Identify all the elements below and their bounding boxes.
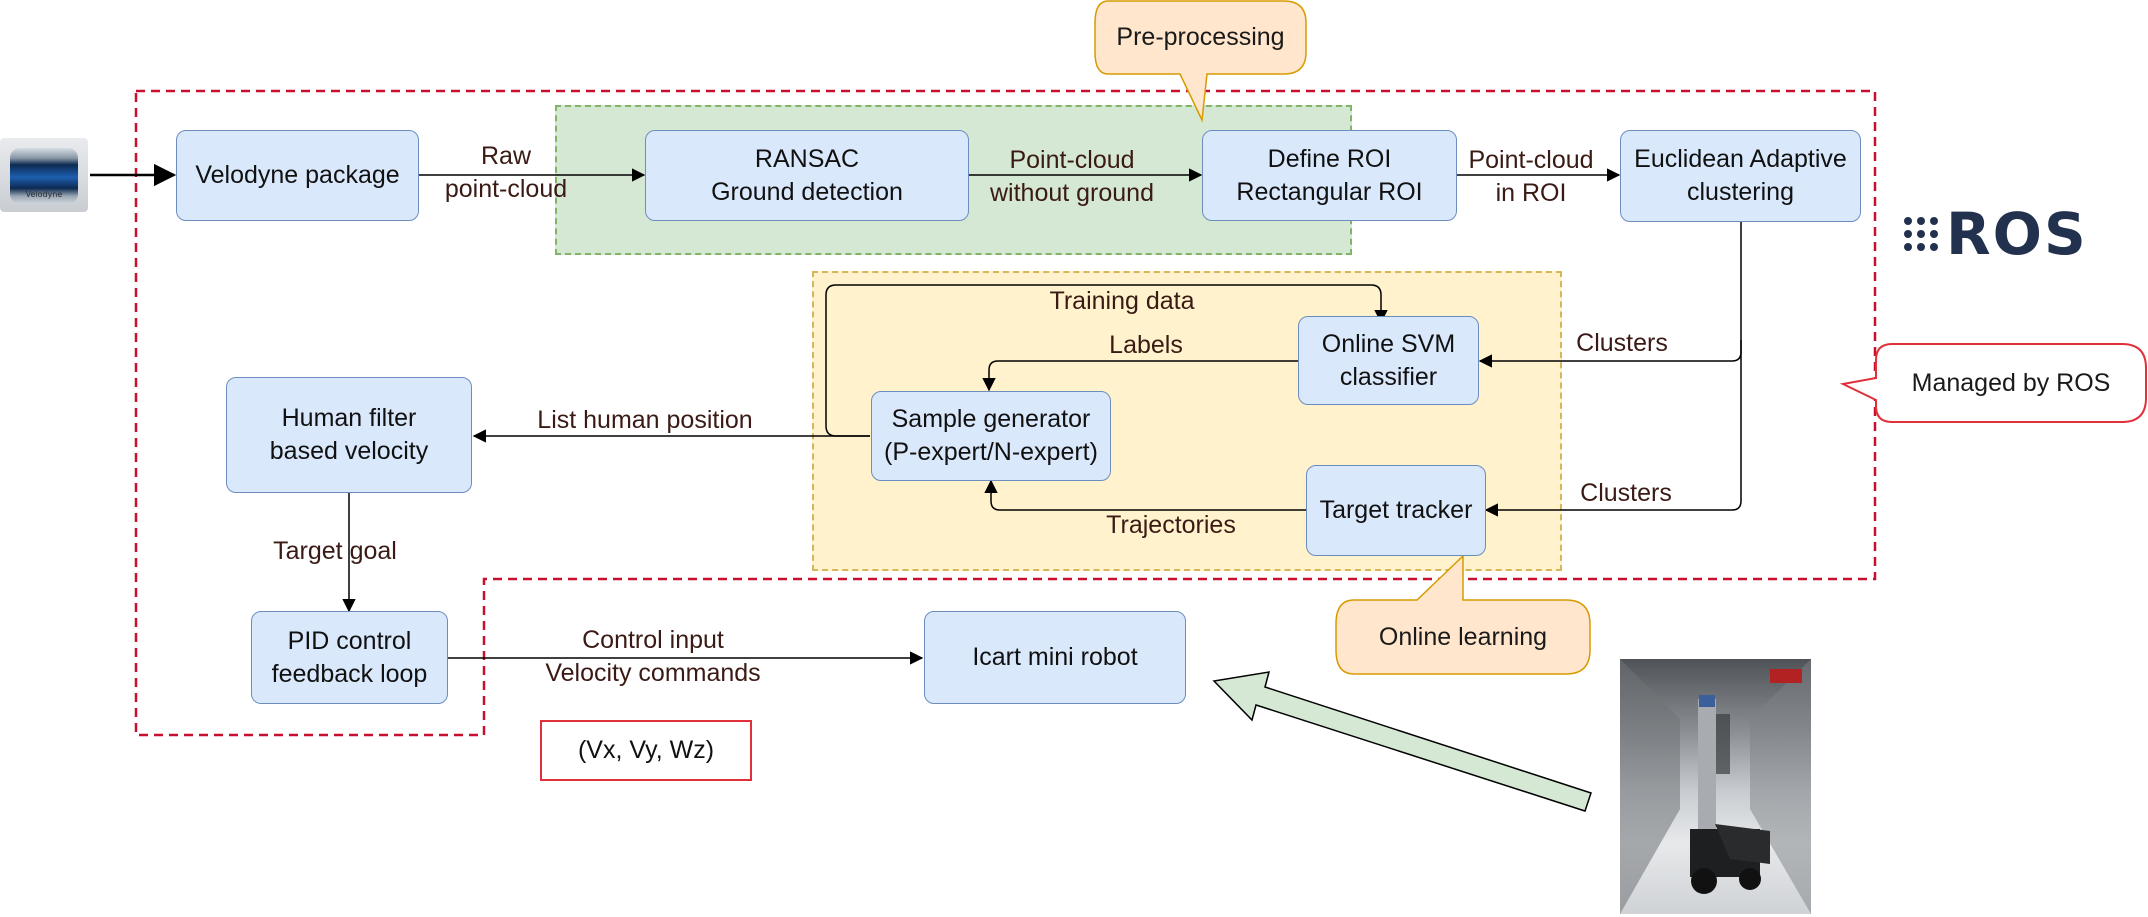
node-ransac: RANSAC Ground detection xyxy=(645,130,969,221)
ros-boundary xyxy=(134,89,1877,737)
node-pid-line-1: PID control xyxy=(287,626,412,655)
edge-training-line-1: Training data xyxy=(1049,287,1195,315)
online-learning-callout-label: Online learning xyxy=(1378,622,1548,651)
node-roi-line-2: Rectangular ROI xyxy=(1236,177,1423,206)
velodyne-sensor-image: Velodyne xyxy=(0,138,88,212)
arrow-svm-sample xyxy=(982,360,1298,392)
node-euclidean-clustering: Euclidean Adaptive clustering xyxy=(1620,130,1861,222)
arrow-tracker-sample xyxy=(984,479,1306,511)
edge-raw-line-1: Raw xyxy=(480,142,531,170)
node-human-line-2: based velocity xyxy=(269,437,429,465)
node-velodyne-package: Velodyne package xyxy=(176,130,419,221)
ros-dots-icon xyxy=(1904,217,1938,251)
edge-target-goal-line-1: Target goal xyxy=(273,537,397,565)
edge-clusters-tracker-line-1: Clusters xyxy=(1580,479,1672,507)
arrow-sample-svm-training xyxy=(825,284,1388,437)
node-sample-line-1: Sample generator xyxy=(891,405,1091,433)
node-human-line-1: Human filter xyxy=(281,404,417,432)
node-target-tracker: Target tracker xyxy=(1306,465,1486,556)
edge-label-clusters-tracker: Clusters xyxy=(1580,477,1672,510)
node-icart-robot: Icart mini robot xyxy=(924,611,1186,704)
edge-noground-line-2: without ground xyxy=(989,179,1155,207)
edge-control-line-1: Control input xyxy=(582,626,724,654)
edge-clusters-svm-line-1: Clusters xyxy=(1576,329,1668,357)
edge-label-in-roi: Point-cloud in ROI xyxy=(1468,144,1593,210)
edge-label-labels: Labels xyxy=(1109,329,1183,362)
edge-label-raw-pointcloud: Raw point-cloud xyxy=(445,140,567,206)
edge-inroi-line-2: in ROI xyxy=(1495,179,1567,207)
edge-label-list-human-position: List human position xyxy=(537,404,752,437)
edge-trajectories-line-1: Trajectories xyxy=(1106,511,1236,539)
edge-label-trajectories: Trajectories xyxy=(1106,509,1236,542)
ros-logo-text: ROS xyxy=(1946,200,2088,268)
managed-by-ros-callout-label: Managed by ROS xyxy=(1911,368,2111,397)
edge-list-human-line-1: List human position xyxy=(537,406,753,434)
node-online-svm: Online SVM classifier xyxy=(1298,316,1479,405)
arrow-euclid-tracker xyxy=(1484,340,1742,517)
node-robot-line-1: Icart mini robot xyxy=(972,643,1138,671)
node-pid-line-2: feedback loop xyxy=(271,659,428,688)
robot-photo-drawing xyxy=(1620,659,1811,914)
node-euclid-line-2: clustering xyxy=(1687,178,1794,206)
node-velodyne-line-1: Velodyne package xyxy=(195,161,400,189)
node-sample-generator: Sample generator (P-expert/N-expert) xyxy=(871,391,1111,481)
edge-inroi-line-1: Point-cloud xyxy=(1468,146,1594,174)
preprocessing-callout-label: Pre-processing xyxy=(1116,23,1285,51)
edge-control-line-2: Velocity commands xyxy=(545,659,761,687)
node-ransac-line-1: RANSAC xyxy=(754,144,860,173)
edge-label-control-input: Control input Velocity commands xyxy=(545,624,760,690)
edge-label-target-goal: Target goal xyxy=(273,535,397,568)
big-arrow xyxy=(1212,671,1592,812)
node-ransac-line-2: Ground detection xyxy=(711,177,903,206)
online-learning-callout-shape xyxy=(1335,554,1591,675)
managed-by-ros-callout-shape xyxy=(1840,343,2147,423)
edge-label-training-data: Training data xyxy=(1050,284,1195,319)
node-svm-line-1: Online SVM xyxy=(1321,329,1456,358)
edge-label-clusters-svm: Clusters xyxy=(1576,327,1668,360)
preprocessing-callout-shape xyxy=(1094,0,1307,123)
node-human-filter: Human filter based velocity xyxy=(226,377,472,493)
node-roi-line-1: Define ROI xyxy=(1267,144,1392,173)
edge-raw-line-2: point-cloud xyxy=(444,175,568,203)
edge-label-without-ground: Point-cloud without ground xyxy=(990,144,1154,210)
node-tracker-line-1: Target tracker xyxy=(1319,496,1473,524)
node-svm-line-2: classifier xyxy=(1339,362,1438,391)
edge-labels-line-1: Labels xyxy=(1109,331,1183,359)
velocity-tuple-box: (Vx, Vy, Wz) xyxy=(540,720,752,781)
ros-logo: ROS xyxy=(1904,205,2088,263)
edge-noground-line-1: Point-cloud xyxy=(1009,146,1135,174)
node-sample-line-2: (P-expert/N-expert) xyxy=(884,438,1098,466)
node-pid-control: PID control feedback loop xyxy=(251,611,448,704)
velodyne-brand-text: Velodyne xyxy=(25,190,63,199)
robot-photo xyxy=(1620,659,1811,914)
node-euclid-line-1: Euclidean Adaptive xyxy=(1634,145,1847,173)
node-define-roi: Define ROI Rectangular ROI xyxy=(1202,130,1457,221)
